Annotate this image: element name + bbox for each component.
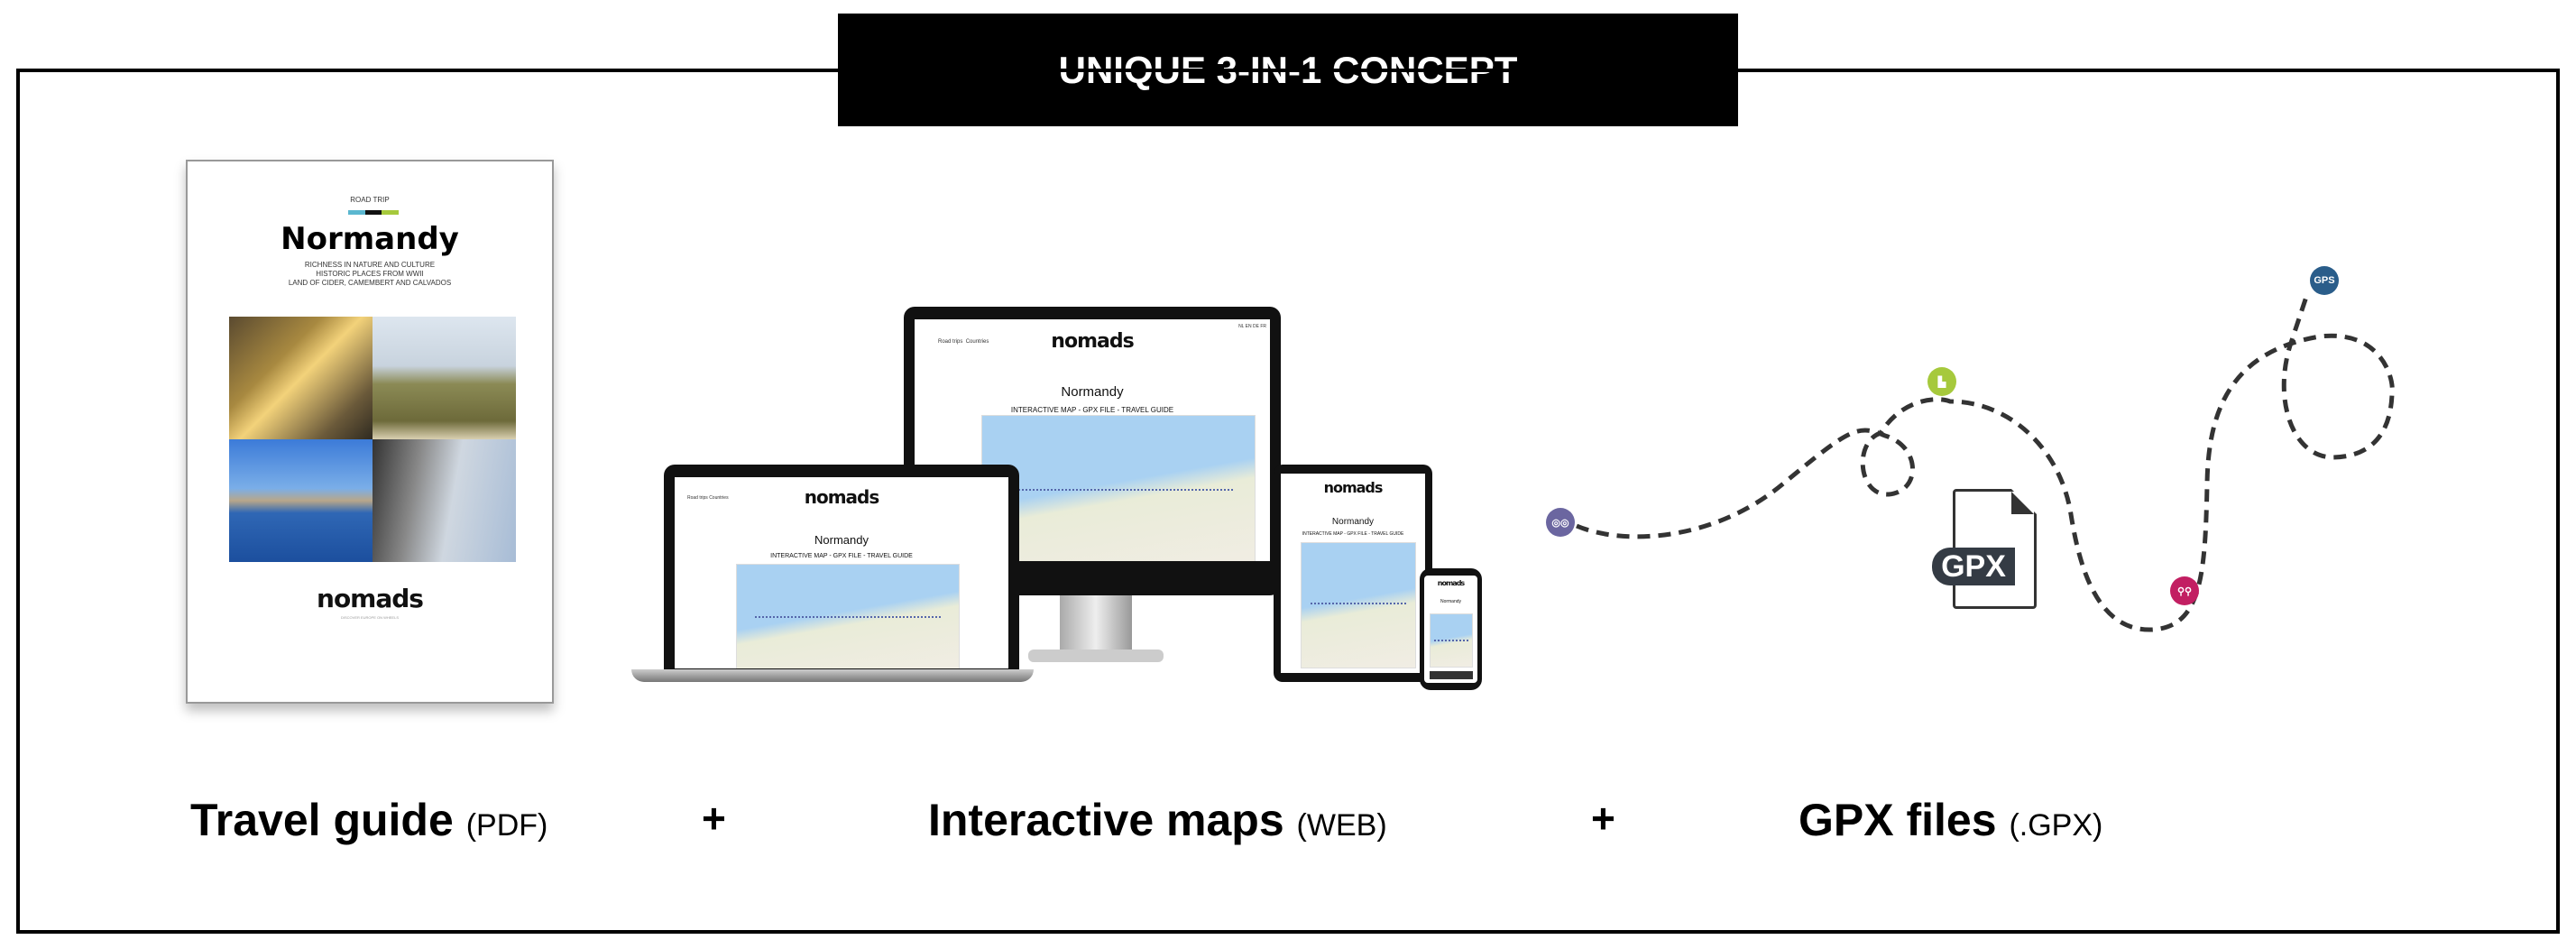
cover-title: Normandy xyxy=(281,221,459,257)
label-main: Interactive maps xyxy=(928,795,1284,845)
download-gpx-button[interactable] xyxy=(1430,671,1473,679)
concept-frame xyxy=(16,69,2560,934)
site-title: Normandy xyxy=(814,533,869,547)
site-title: Normandy xyxy=(1331,517,1375,527)
site-logo[interactable]: nomads xyxy=(1051,330,1134,353)
site-logo[interactable]: nomads xyxy=(804,486,880,508)
bicycle-icon: ⚲⚲ xyxy=(2170,576,2199,605)
plus-sign: + xyxy=(702,795,726,842)
nav-road-trips[interactable]: Road trips xyxy=(687,495,708,501)
label-format: (PDF) xyxy=(465,808,548,843)
site-title: Normandy xyxy=(1440,599,1462,604)
interactive-map[interactable] xyxy=(1430,613,1473,668)
travel-guide-cover: ROAD TRIP Normandy RICHNESS IN NATURE AN… xyxy=(186,160,554,704)
laptop-screen: Road trips Countries nomads Normandy INT… xyxy=(675,477,1008,668)
label-gpx-files: GPX files (.GPX) xyxy=(1799,794,2102,846)
photo-cliff-arch xyxy=(229,317,373,439)
site-subtitle: INTERACTIVE MAP - GPX FILE - TRAVEL GUID… xyxy=(1302,531,1404,537)
language-switcher[interactable]: NL EN DE FR xyxy=(1238,324,1266,329)
cover-photo-grid xyxy=(229,317,516,562)
monitor-base xyxy=(1028,650,1164,662)
interactive-map[interactable] xyxy=(736,564,960,668)
site-subtitle: INTERACTIVE MAP - GPX FILE - TRAVEL GUID… xyxy=(1010,406,1174,414)
label-main: GPX files xyxy=(1799,795,1997,845)
laptop-base xyxy=(631,669,1034,682)
plus-sign: + xyxy=(1591,795,1615,842)
hiking-boot-icon: ▙ xyxy=(1927,367,1956,396)
nomads-logo: nomads xyxy=(317,584,424,613)
cover-subtitle-line: HISTORIC PLACES FROM WWII xyxy=(316,270,424,278)
label-travel-guide: Travel guide (PDF) xyxy=(190,794,547,846)
binoculars-icon: ◎◎ xyxy=(1546,508,1575,537)
cover-subtitle-line: RICHNESS IN NATURE AND CULTURE xyxy=(304,261,436,269)
label-format: (WEB) xyxy=(1296,808,1387,843)
cover-color-bar xyxy=(348,210,400,215)
label-interactive-maps: Interactive maps (WEB) xyxy=(928,794,1387,846)
cover-kicker: ROAD TRIP xyxy=(350,196,390,204)
cover-subtitle: RICHNESS IN NATURE AND CULTURE HISTORIC … xyxy=(188,261,552,288)
phone: nomads Normandy xyxy=(1420,568,1482,690)
laptop: Road trips Countries nomads Normandy INT… xyxy=(664,465,1019,674)
tablet-screen: nomads Normandy INTERACTIVE MAP - GPX FI… xyxy=(1281,474,1425,673)
photo-utah-beach xyxy=(373,317,516,439)
nav-road-trips[interactable]: Road trips xyxy=(938,339,963,345)
label-main: Travel guide xyxy=(190,795,454,845)
monitor-stand xyxy=(1060,595,1132,659)
phone-screen: nomads Normandy xyxy=(1424,576,1477,683)
photo-harbour xyxy=(229,439,373,562)
site-subtitle: INTERACTIVE MAP - GPX FILE - TRAVEL GUID… xyxy=(770,553,913,559)
nav-countries[interactable]: Countries xyxy=(965,339,989,345)
gps-pin: GPS xyxy=(2310,266,2339,295)
dashed-route xyxy=(1576,290,2395,632)
photo-boardwalk xyxy=(373,439,516,562)
site-logo[interactable]: nomads xyxy=(1437,579,1465,587)
label-format: (.GPX) xyxy=(2009,808,2103,843)
logo-tagline: DISCOVER EUROPE ON WHEELS xyxy=(340,615,399,620)
gpx-file-label: GPX xyxy=(1932,548,2015,585)
site-logo[interactable]: nomads xyxy=(1323,479,1384,496)
nav-countries[interactable]: Countries xyxy=(709,495,729,501)
tablet: nomads Normandy INTERACTIVE MAP - GPX FI… xyxy=(1274,465,1432,682)
interactive-map[interactable] xyxy=(981,415,1256,561)
cover-subtitle-line: LAND OF CIDER, CAMEMBERT AND CALVADOS xyxy=(288,279,452,287)
interactive-map[interactable] xyxy=(1301,542,1416,668)
site-title: Normandy xyxy=(1061,384,1124,400)
